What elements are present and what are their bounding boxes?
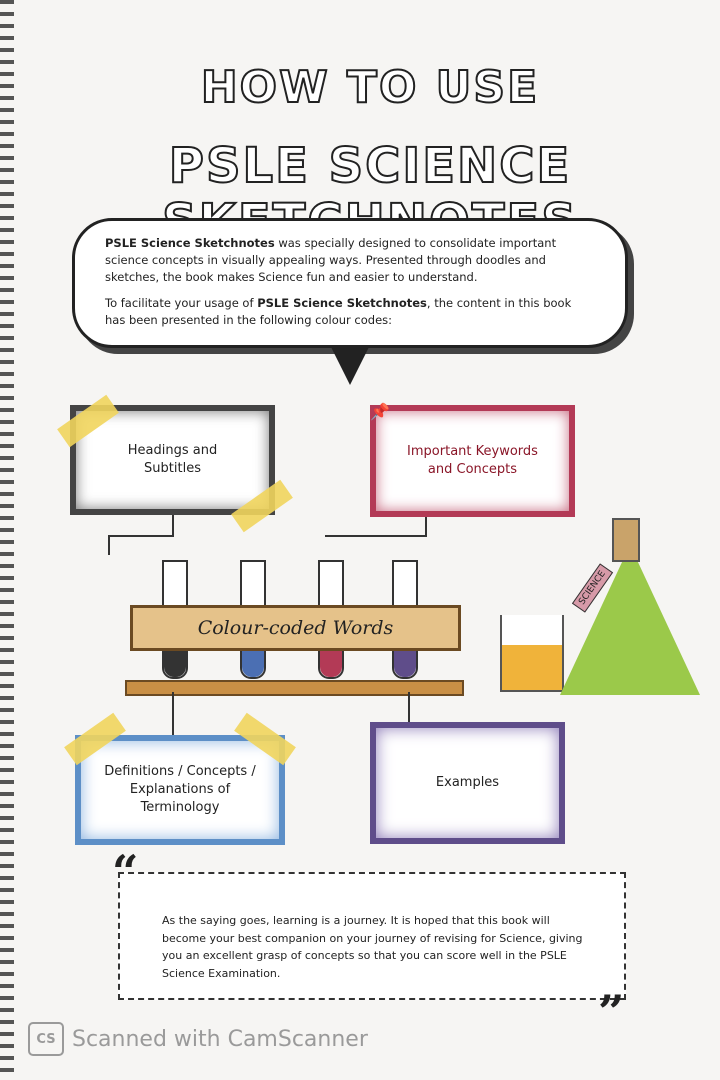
- watermark-text: Scanned with CamScanner: [72, 1026, 368, 1052]
- definitions-box: Definitions / Concepts / Explanations of…: [75, 735, 285, 845]
- spiral-binding: [0, 0, 14, 1080]
- intro-text: was specially designed to consolidate im…: [105, 236, 557, 284]
- definitions-label: Definitions / Concepts / Explanations of…: [104, 764, 256, 815]
- intro-paragraph-2: To facilitate your usage of PSLE Science…: [105, 295, 595, 329]
- beaker-illustration: [500, 615, 564, 692]
- page-title-line1: HOW TO USE: [200, 61, 540, 114]
- camscanner-logo: CS: [28, 1022, 64, 1056]
- rack-label: Colour-coded Words: [197, 617, 394, 639]
- connector-line: [325, 535, 425, 537]
- intro-text: , the content in this book has been pres…: [105, 296, 572, 327]
- examples-box: Examples: [370, 722, 565, 844]
- connector-line: [425, 517, 427, 537]
- headings-label: Headings and Subtitles: [127, 443, 218, 476]
- intro-paragraph-1: PSLE Science Sketchnotes was specially d…: [105, 235, 595, 286]
- connector-line: [108, 535, 110, 555]
- keywords-label: Important Keywords and Concepts: [407, 444, 538, 477]
- connector-line: [108, 535, 174, 537]
- closing-text: As the saying goes, learning is a journe…: [162, 914, 583, 980]
- headings-box: Headings and Subtitles: [70, 405, 275, 515]
- open-quote-icon: “: [112, 845, 139, 899]
- examples-label: Examples: [435, 775, 500, 790]
- keywords-box: Important Keywords and Concepts: [370, 405, 575, 517]
- flask-neck: [612, 518, 640, 562]
- intro-text: To facilitate your usage of: [105, 296, 258, 310]
- camscanner-watermark: CS Scanned with CamScanner: [28, 1022, 368, 1056]
- connector-line: [172, 692, 174, 714]
- flask-illustration: [560, 545, 700, 695]
- intro-speech-bubble: PSLE Science Sketchnotes was specially d…: [72, 218, 628, 348]
- connector-line: [172, 515, 174, 537]
- close-quote-icon: ”: [598, 985, 625, 1039]
- rack-base: [125, 680, 464, 696]
- book-name: PSLE Science Sketchnotes: [105, 236, 275, 250]
- connector-line: [172, 712, 174, 737]
- bubble-tail: [330, 345, 370, 385]
- pin-icon: 📌: [370, 402, 390, 421]
- book-name: PSLE Science Sketchnotes: [257, 296, 427, 310]
- test-tube-rack: Colour-coded Words: [130, 605, 461, 651]
- closing-quote-box: As the saying goes, learning is a journe…: [118, 872, 626, 1000]
- connector-line: [408, 692, 410, 722]
